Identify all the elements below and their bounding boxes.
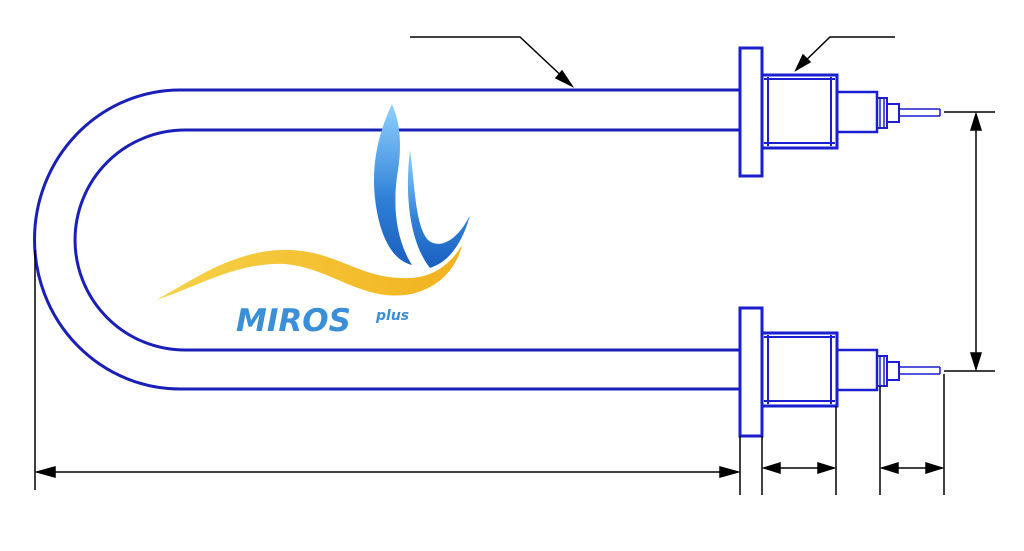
bottom-insulator	[876, 355, 888, 387]
top-nipple	[886, 103, 900, 123]
leader-tube-arrow	[554, 69, 575, 88]
logo-name: MIROS	[236, 303, 351, 339]
logo-suffix: plus	[375, 308, 409, 324]
bottom-terminal	[738, 306, 941, 438]
miros-logo: MIROS plus	[156, 104, 470, 339]
leader-nut	[799, 36, 895, 67]
logo-swoosh	[156, 245, 462, 300]
dim-arrow-pin-left	[879, 461, 899, 475]
u-tube-inner	[73, 128, 740, 352]
bottom-sleeve	[835, 348, 879, 392]
dim-arrow-up	[969, 111, 983, 131]
top-nut	[760, 73, 839, 150]
bottom-nipple	[886, 361, 900, 381]
dim-arrow-nut-left	[761, 461, 781, 475]
bottom-nut	[760, 331, 839, 408]
top-insulator	[876, 97, 888, 129]
top-terminal	[738, 46, 941, 178]
logo-flame-left	[373, 104, 412, 265]
dim-arrow-length-right	[719, 466, 741, 478]
leader-tube	[410, 36, 569, 83]
top-sleeve	[835, 90, 879, 134]
dim-arrow-down	[969, 352, 983, 372]
logo-flame-right	[407, 150, 470, 268]
u-tube	[33, 88, 740, 391]
top-flange	[738, 46, 764, 178]
dim-arrow-length-left	[34, 466, 56, 478]
leader-nut-arrow	[794, 53, 812, 72]
dim-arrow-pin-right	[925, 461, 945, 475]
bottom-flange	[738, 306, 764, 438]
dim-arrow-nut-right	[817, 461, 837, 475]
dimension-lines	[34, 36, 995, 495]
u-tube-outer	[33, 88, 740, 391]
